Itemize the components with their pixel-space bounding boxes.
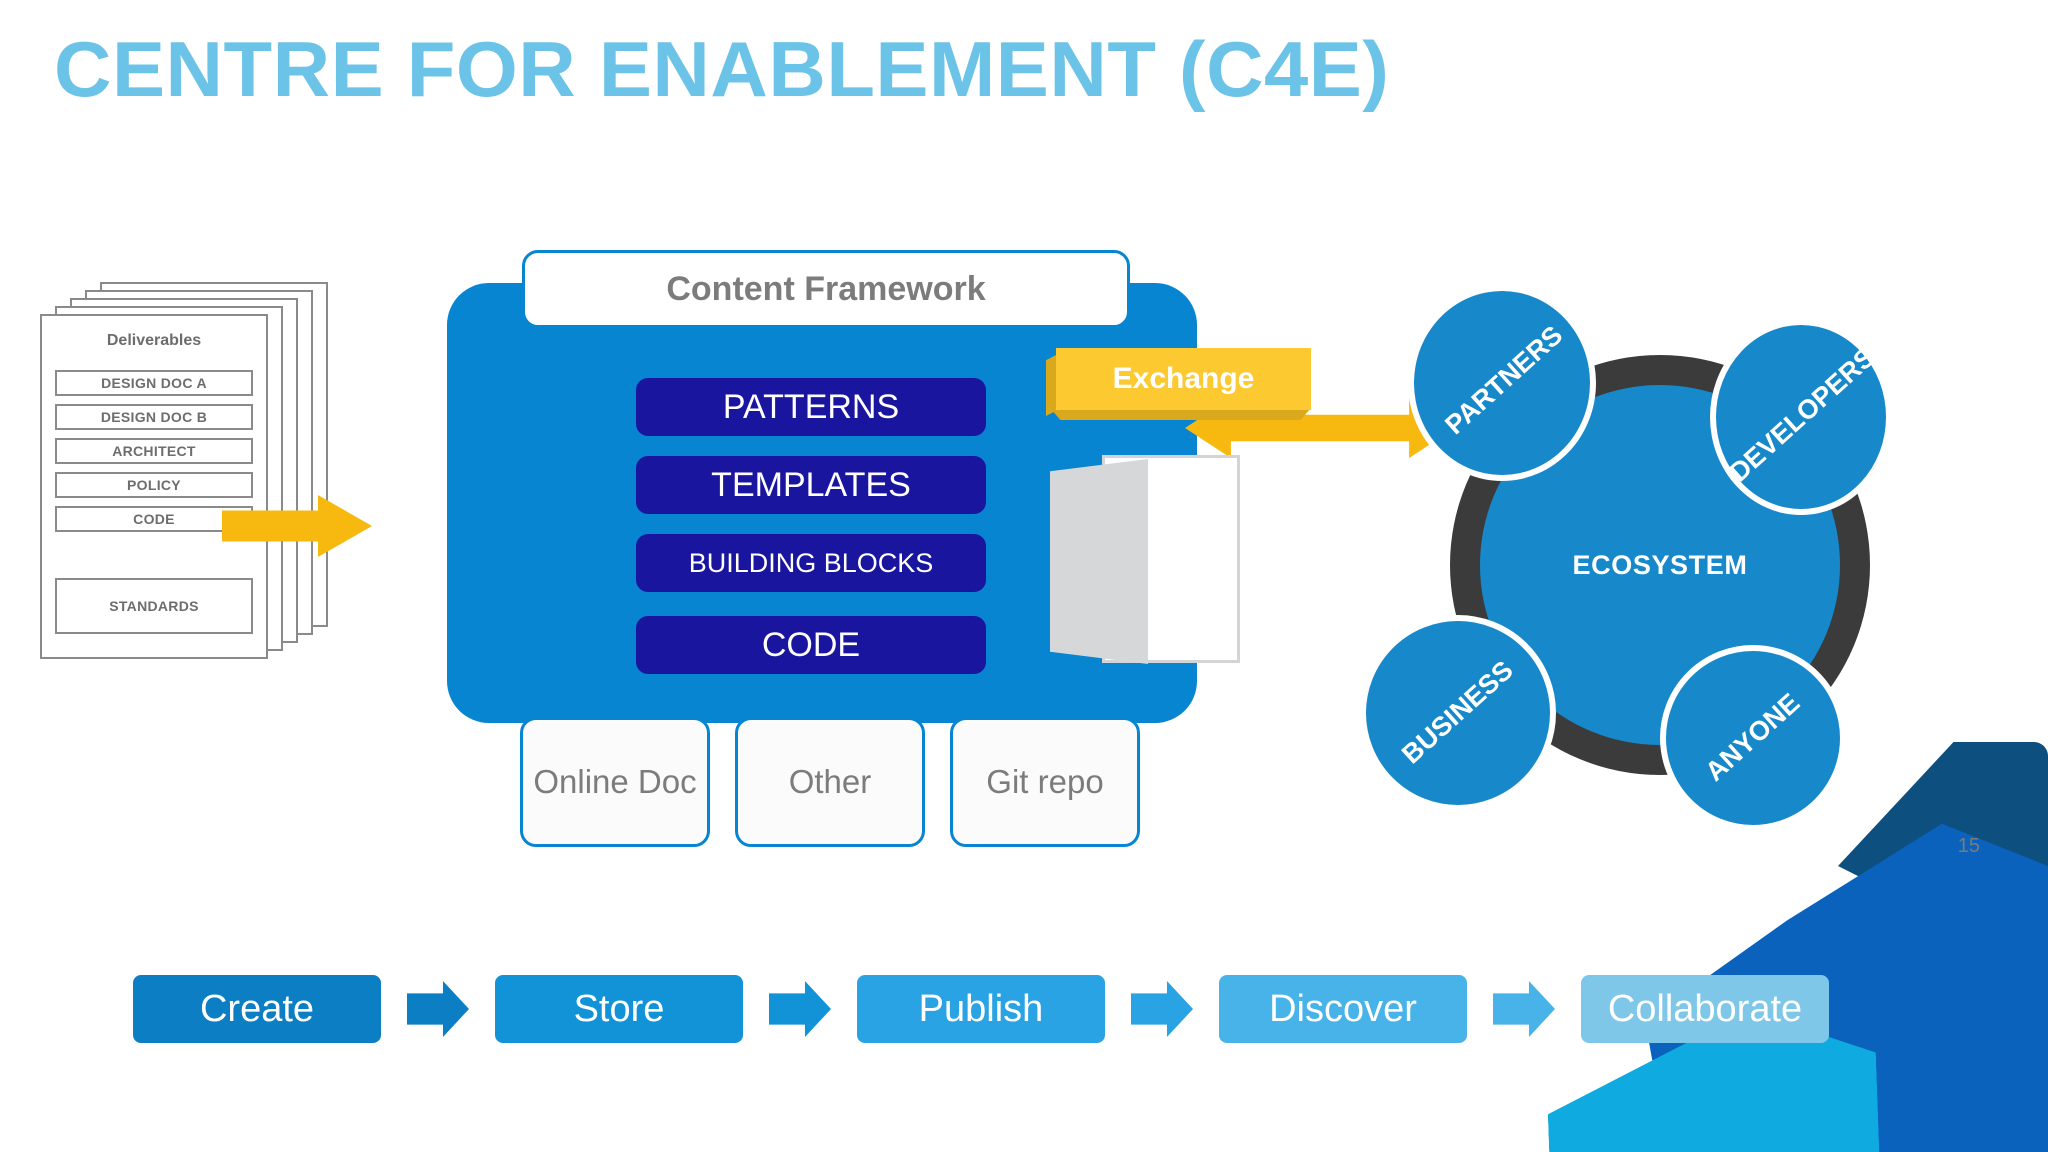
exchange-box-side xyxy=(1046,354,1058,416)
door-leaf xyxy=(1050,459,1148,664)
process-step-discover: Discover xyxy=(1219,975,1467,1043)
slide-number: 15 xyxy=(1957,835,1980,857)
open-door-icon xyxy=(1050,455,1240,664)
exchange-box: Exchange xyxy=(1046,348,1311,420)
process-flow: Create Store Publish Discover Collaborat… xyxy=(133,975,1829,1043)
deliverable-item: DESIGN DOC A xyxy=(55,370,253,396)
process-step-publish: Publish xyxy=(857,975,1105,1043)
asset-chip-templates: TEMPLATES xyxy=(636,456,986,514)
exchange-box-bottom xyxy=(1050,408,1311,420)
deliverables-document-stack: Deliverables DESIGN DOC A DESIGN DOC B A… xyxy=(40,282,340,659)
deliverable-item-standards: STANDARDS xyxy=(55,578,253,634)
asset-chip-building-blocks: BUILDING BLOCKS xyxy=(636,534,986,592)
deliverable-item: POLICY xyxy=(55,472,253,498)
ecosystem-center-label: ECOSYSTEM xyxy=(1572,549,1748,580)
exchange-label: Exchange xyxy=(1056,348,1311,410)
process-step-collaborate: Collaborate xyxy=(1581,975,1829,1043)
flow-arrow-right-icon xyxy=(1131,981,1193,1037)
ecosystem-node-label: PARTNERS xyxy=(1439,320,1569,441)
ecosystem-node-business: BUSINESS xyxy=(1360,615,1556,811)
deliverable-item: CODE xyxy=(55,506,253,532)
asset-chip-patterns: PATTERNS xyxy=(636,378,986,436)
document-sheet-front: Deliverables DESIGN DOC A DESIGN DOC B A… xyxy=(40,314,268,659)
process-step-create: Create xyxy=(133,975,381,1043)
process-step-store: Store xyxy=(495,975,743,1043)
store-card-git-repo: Git repo xyxy=(950,717,1140,847)
ecosystem-node-label: ANYONE xyxy=(1699,687,1806,788)
ecosystem-diagram: ECOSYSTEM PARTNERS DEVELOPERS BUSINESS A… xyxy=(1330,285,1930,845)
store-card-online-doc: Online Doc xyxy=(520,717,710,847)
ecosystem-node-developers: DEVELOPERS xyxy=(1710,319,1892,515)
deliverables-heading: Deliverables xyxy=(106,332,202,349)
deliverable-item: ARCHITECT xyxy=(55,438,253,464)
flow-arrow-right-icon xyxy=(769,981,831,1037)
asset-chip-code: CODE xyxy=(636,616,986,674)
page-title: CENTRE FOR ENABLEMENT (C4E) xyxy=(54,25,1390,113)
ecosystem-node-label: BUSINESS xyxy=(1396,655,1519,770)
ecosystem-node-anyone: ANYONE xyxy=(1660,645,1846,831)
flow-arrow-right-icon xyxy=(1493,981,1555,1037)
store-card-other: Other xyxy=(735,717,925,847)
flow-arrow-right-icon xyxy=(407,981,469,1037)
ecosystem-node-partners: PARTNERS xyxy=(1408,285,1596,481)
deliverable-item: DESIGN DOC B xyxy=(55,404,253,430)
ecosystem-node-label: DEVELOPERS xyxy=(1723,341,1881,488)
content-framework-header: Content Framework xyxy=(522,250,1130,328)
